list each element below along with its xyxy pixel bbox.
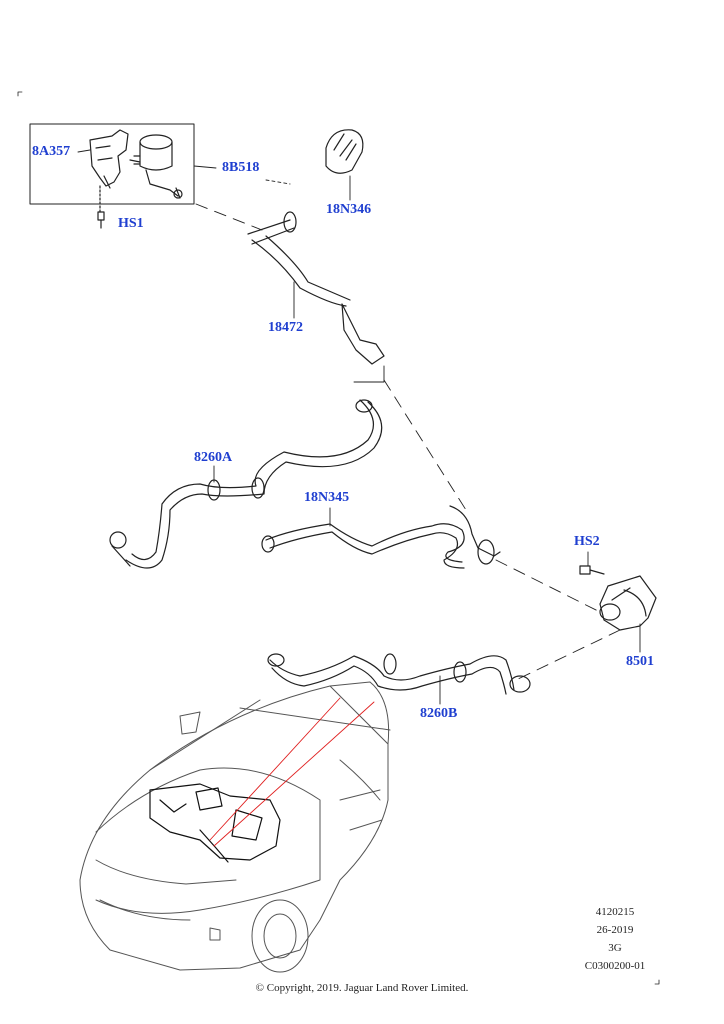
label-18N346[interactable]: 18N346 xyxy=(326,202,372,217)
copyright-notice: © Copyright, 2019. Jaguar Land Rover Lim… xyxy=(255,982,469,994)
callout-lines xyxy=(209,697,375,847)
hose-18N345 xyxy=(261,505,501,569)
label-8501[interactable]: 8501 xyxy=(626,654,654,669)
label-8260B[interactable]: 8260B xyxy=(420,706,458,721)
routing-lines xyxy=(195,179,621,681)
corner-mark xyxy=(654,979,660,985)
vehicle-outline xyxy=(79,681,391,973)
label-HS1[interactable]: HS1 xyxy=(118,216,144,231)
label-8260A[interactable]: 8260A xyxy=(194,450,233,465)
auxiliary-pump-inset xyxy=(29,123,195,215)
ref-number: 4120215 xyxy=(595,906,635,918)
group-code: 3G xyxy=(608,942,622,954)
seal-18N346 xyxy=(325,129,364,174)
hose-18472 xyxy=(247,211,385,365)
bolt-HS2 xyxy=(579,565,605,575)
date-code: 26-2019 xyxy=(596,924,634,936)
corner-mark xyxy=(17,91,23,97)
hose-8260B xyxy=(267,653,531,695)
label-8B518[interactable]: 8B518 xyxy=(222,160,260,175)
label-HS2[interactable]: HS2 xyxy=(574,534,600,549)
leader-8A357 xyxy=(77,149,91,153)
label-18472[interactable]: 18472 xyxy=(268,320,303,335)
catalogue-code: C0300200-01 xyxy=(584,960,646,972)
bolt-HS1 xyxy=(97,211,105,229)
engine-block xyxy=(149,783,281,863)
label-18N345[interactable]: 18N345 xyxy=(304,490,350,505)
leader-connection xyxy=(353,365,385,383)
hose-8260A xyxy=(109,399,383,569)
label-8A357[interactable]: 8A357 xyxy=(32,144,71,159)
leader-8B518 xyxy=(193,165,217,169)
pump-8501 xyxy=(599,575,657,631)
